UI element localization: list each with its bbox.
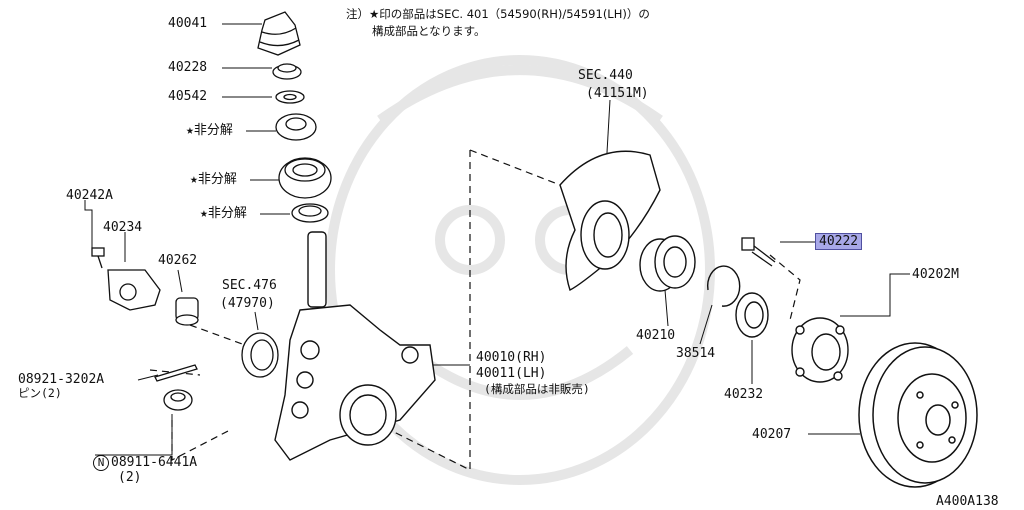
- note-line-1: 注）★印の部品はSEC. 401（54590(RH)/54591(LH)）の: [346, 7, 650, 21]
- grease-seal-part: [735, 292, 769, 338]
- hub-bolt-part: [741, 237, 776, 267]
- figure-code: A400A138: [936, 494, 999, 509]
- label-40542: 40542: [168, 89, 208, 104]
- bearing-upper-part: [275, 113, 317, 141]
- cotter-pin-part: [154, 364, 198, 382]
- label-40222: 40222: [815, 233, 863, 250]
- wheel-hub-part: [791, 317, 849, 383]
- label-40222-highlight: 40222: [815, 233, 863, 250]
- snap-ring-part: [706, 265, 741, 307]
- label-40210: 40210: [636, 328, 676, 343]
- steering-knuckle-part: [274, 231, 436, 461]
- label-40242a: 40242A: [66, 188, 113, 203]
- label-sec-476-sub: (47970): [220, 296, 275, 311]
- dust-shield-part: [559, 150, 661, 291]
- sensor-ring-part: [241, 332, 279, 378]
- n-circle-mark: N: [93, 455, 109, 471]
- label-sec-476: SEC.476: [222, 278, 277, 293]
- bushing-part: [175, 297, 199, 326]
- bracket-part: [107, 269, 161, 311]
- label-08911-6441a-text: 08911-6441A: [111, 455, 198, 470]
- label-star-non-disassembly-1: ★非分解: [186, 123, 233, 138]
- label-38514: 38514: [676, 346, 716, 361]
- dust-boot-part: [257, 11, 301, 56]
- castle-nut-part: [163, 389, 193, 411]
- label-40207: 40207: [752, 427, 792, 442]
- label-40234: 40234: [103, 220, 143, 235]
- label-40202m: 40202M: [912, 267, 959, 282]
- label-sec-440: SEC.440: [578, 68, 633, 83]
- brake-rotor-part: [858, 342, 978, 488]
- seal-part: [291, 203, 329, 223]
- label-40011-lh: 40011(LH): [476, 366, 547, 381]
- nut-part: [272, 63, 302, 80]
- bolt-part: [91, 247, 105, 269]
- label-40041: 40041: [168, 16, 208, 31]
- bearing-lower-part: [278, 157, 332, 199]
- leader-lines: [84, 23, 910, 456]
- label-star-non-disassembly-3: ★非分解: [200, 206, 247, 221]
- label-40228: 40228: [168, 60, 208, 75]
- label-40232: 40232: [724, 387, 764, 402]
- washer-part: [275, 90, 305, 104]
- label-sec-440-sub: (41151M): [586, 86, 649, 101]
- label-08921-3202a: 08921-3202A: [18, 372, 105, 387]
- label-40262: 40262: [158, 253, 198, 268]
- label-qty-2: (2): [118, 470, 142, 485]
- dashed-guides: [149, 149, 801, 471]
- label-40010-rh: 40010(RH): [476, 350, 547, 365]
- hub-bearing-part: [639, 235, 696, 292]
- label-pin-qty: ピン(2): [18, 386, 62, 400]
- label-knuckle-note: (構成部品は非販売): [484, 382, 590, 396]
- note-line-2: 構成部品となります。: [372, 24, 486, 38]
- label-star-non-disassembly-2: ★非分解: [190, 172, 237, 187]
